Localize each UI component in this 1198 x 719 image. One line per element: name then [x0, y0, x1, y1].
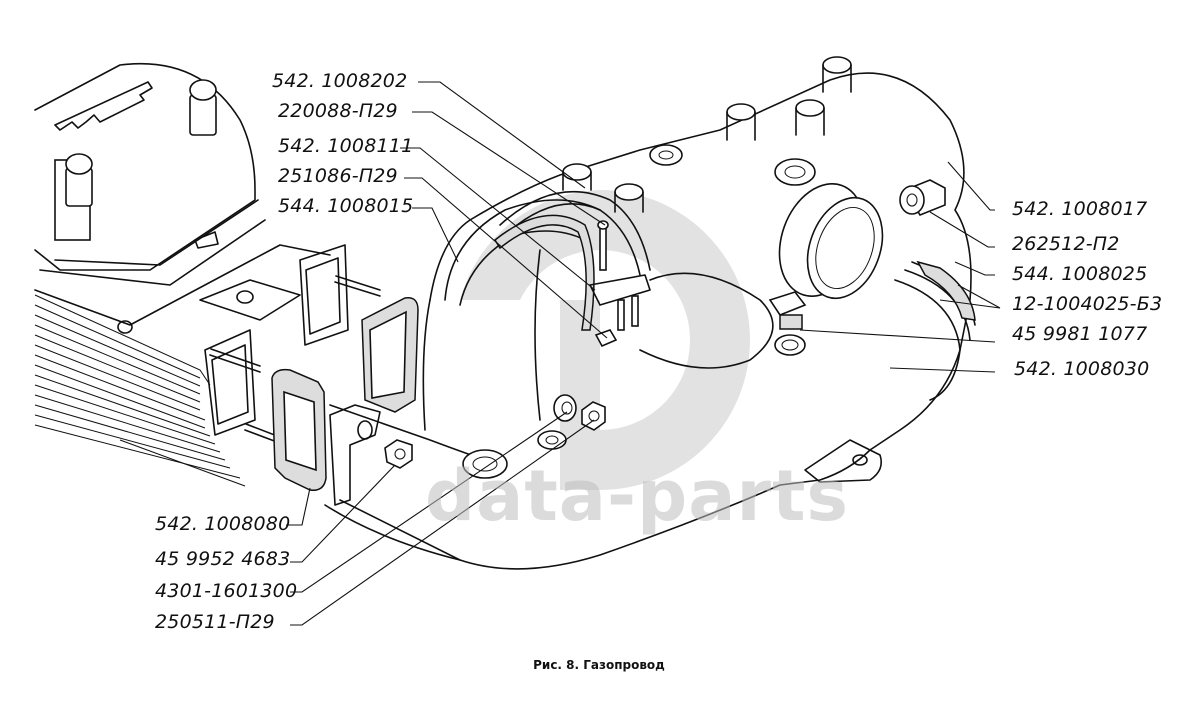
manifold-nut: [581, 401, 606, 431]
callout-label: 45 9981 1077: [1012, 323, 1148, 345]
gaz-logo-plate: [54, 81, 153, 131]
cylinder-head: [34, 62, 381, 487]
outlet-flange: [778, 183, 884, 300]
mounting-boss: [795, 99, 825, 136]
callout-label: 542. 1008111: [278, 135, 414, 157]
callout-label: 12-1004025-Б3: [1012, 293, 1163, 315]
cooling-fins: [34, 294, 246, 487]
acorn-nut: [189, 79, 217, 136]
mounting-boss: [649, 144, 683, 166]
callout-label: 250511-П29: [155, 611, 275, 633]
callout-label: 542. 1008017: [1012, 198, 1148, 220]
threaded-boss: [774, 158, 816, 186]
acorn-nut: [54, 153, 93, 241]
clamp-nut: [594, 329, 618, 348]
manifold-washer: [553, 394, 577, 422]
mounting-boss: [614, 183, 644, 213]
callout-label: 4301-1601300: [155, 580, 298, 602]
callout-label: 262512-П2: [1012, 233, 1120, 255]
mounting-boss: [726, 103, 756, 141]
leader-lines: [286, 81, 1001, 626]
drain-bolt: [768, 291, 807, 356]
callout-label: 45 9952 4683: [155, 548, 291, 570]
figure-caption: Рис. 8. Газопровод: [533, 658, 665, 672]
callout-label: 542. 1008202: [272, 70, 408, 92]
callout-label: 544. 1008025: [1012, 263, 1148, 285]
callout-label: 220088-П29: [278, 100, 398, 122]
callout-label: 542. 1008080: [155, 513, 291, 535]
exhaust-pipe-connection: [894, 260, 976, 401]
callout-label: 251086-П29: [278, 165, 398, 187]
manifold-stud: [334, 275, 381, 297]
exhaust-port: [299, 244, 349, 346]
mounting-bracket: [329, 404, 381, 506]
manifold-stud: [209, 348, 261, 373]
callout-label: 544. 1008015: [278, 195, 414, 217]
mounting-boss: [562, 163, 592, 191]
callout-label: 542. 1008030: [1014, 358, 1150, 380]
threaded-plug: [899, 179, 946, 216]
pipe-seal-ring: [916, 260, 976, 321]
threaded-boss: [462, 449, 508, 479]
exhaust-port: [204, 329, 256, 436]
threaded-boss: [537, 430, 567, 450]
manifold-body: [324, 56, 972, 570]
mounting-boss: [822, 56, 852, 93]
bracket-nut: [384, 439, 413, 469]
